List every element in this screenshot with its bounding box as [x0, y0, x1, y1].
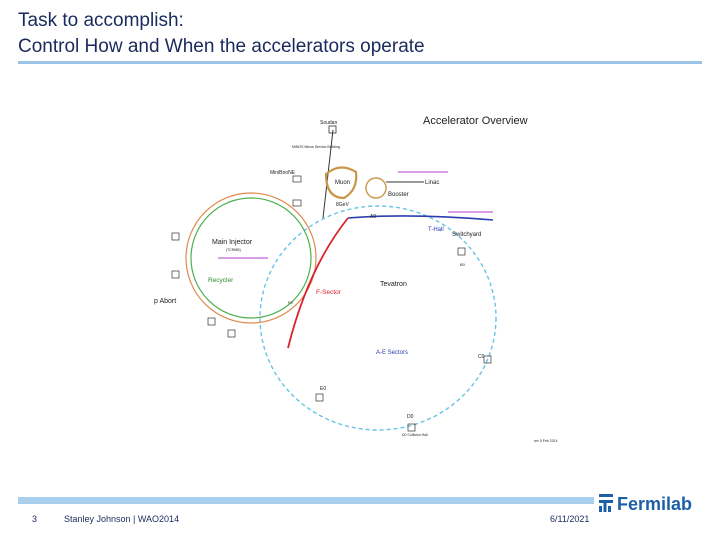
- beamline-thall: [347, 215, 494, 221]
- diagram-title: Accelerator Overview: [423, 115, 528, 127]
- building-box: [171, 232, 180, 241]
- footer-author: Stanley Johnson | WAO2014: [64, 514, 180, 524]
- label-muon: Muon: [335, 180, 350, 186]
- accelerator-diagram: Accelerator Overview Soudan MINOS Minos …: [154, 115, 558, 443]
- label-tevatron: Tevatron: [380, 281, 407, 288]
- label-d0: D0: [407, 414, 414, 420]
- building-box: [457, 247, 466, 256]
- label-date: rev 5 Feb 2014: [534, 439, 558, 443]
- label-b0: B0: [460, 262, 466, 267]
- label-e0: E0: [320, 386, 326, 392]
- label-linac: Linac: [425, 180, 439, 186]
- b0-box: [483, 355, 492, 364]
- label-a0: A0: [370, 214, 376, 220]
- tevatron-ring: [259, 205, 497, 431]
- d0-box: [407, 423, 416, 432]
- f-sector-arc: [287, 217, 349, 349]
- title-line-2: Control How and When the accelerators op…: [18, 36, 425, 57]
- label-thall: T-Hall: [428, 227, 444, 233]
- page-number: 3: [32, 514, 38, 524]
- label-pabort: p Abort: [154, 298, 176, 305]
- building-box: [207, 317, 216, 326]
- building-box: [292, 175, 302, 183]
- building-box: [171, 270, 180, 279]
- label-miniboone: MiniBooNE: [270, 170, 296, 176]
- label-c0: C0: [478, 354, 485, 360]
- label-8gev: 8GeV: [336, 202, 349, 208]
- recycler-ring: [190, 197, 312, 319]
- slide-title: Task to accomplish: Control How and When…: [18, 8, 698, 60]
- label-mi-sub: (TCRMB): [226, 248, 241, 252]
- building-box: [227, 329, 236, 338]
- building-box: [292, 199, 302, 207]
- label-soudan: Soudan: [320, 120, 337, 126]
- logo-text: Fermilab: [617, 494, 692, 514]
- numi-line: [322, 129, 334, 219]
- label-recycler: Recycler: [208, 277, 234, 284]
- muon-ring: [324, 166, 358, 200]
- fermilab-logo: Fermilab: [599, 494, 692, 514]
- label-booster: Booster: [388, 192, 409, 198]
- fermilab-mark-icon: [599, 494, 613, 512]
- soudan-box: [328, 125, 337, 134]
- booster-ring: [365, 177, 387, 199]
- footer-bar: [18, 497, 594, 504]
- title-rule: [18, 61, 702, 64]
- label-d0-hall: D0 Collision Hall: [402, 433, 428, 437]
- title-line-1: Task to accomplish:: [18, 10, 184, 31]
- main-injector-ring: [185, 192, 317, 324]
- footer-date: 6/11/2021: [550, 514, 590, 524]
- label-ae: A-E Sectors: [376, 350, 408, 356]
- e0-box: [315, 393, 324, 402]
- label-f0: F0: [288, 300, 293, 305]
- label-main-injector: Main Injector: [212, 239, 253, 246]
- label-fsector: F-Sector: [316, 289, 342, 296]
- label-switchyard: Switchyard: [452, 232, 481, 238]
- label-minos: MINOS Minos Service Building: [292, 145, 340, 149]
